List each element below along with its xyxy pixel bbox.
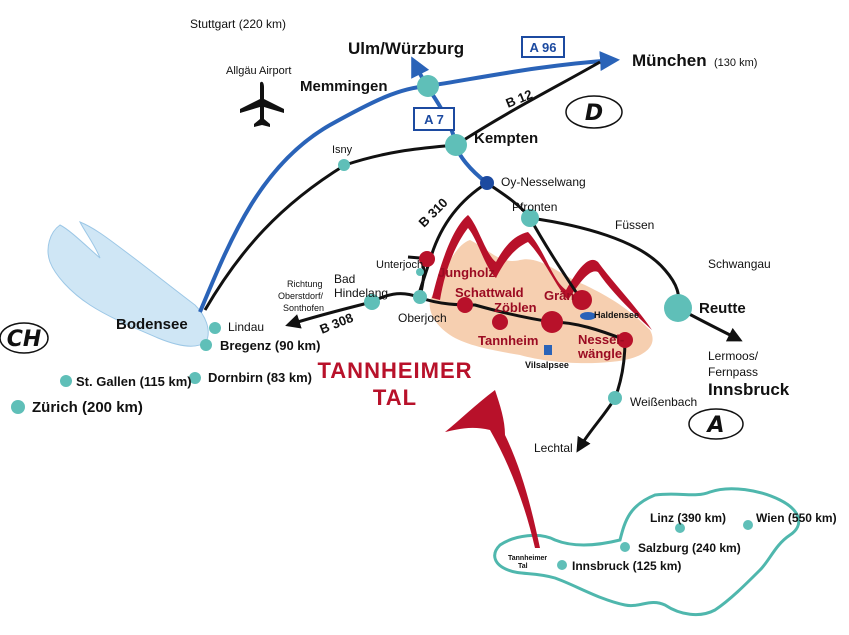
label-lechtal: Lechtal bbox=[534, 441, 573, 455]
label-innsbruck-inset: Innsbruck (125 km) bbox=[572, 559, 681, 573]
label-lindau: Lindau bbox=[228, 320, 264, 334]
country-ch-label: CH bbox=[7, 327, 42, 352]
label-isny: Isny bbox=[332, 144, 353, 156]
label-tal-inset-2: Tal bbox=[518, 563, 528, 570]
label-st-gallen: St. Gallen (115 km) bbox=[76, 374, 192, 389]
label-memmingen: Memmingen bbox=[300, 78, 388, 95]
label-schattwald: Schattwald bbox=[455, 285, 524, 300]
label-ulm-wuerzburg: Ulm/Würzburg bbox=[348, 39, 464, 58]
country-a-label: A bbox=[705, 413, 724, 438]
label-zuerich: Zürich (200 km) bbox=[32, 399, 143, 416]
valley-village-dots bbox=[419, 251, 633, 348]
label-dornbirn: Dornbirn (83 km) bbox=[208, 370, 312, 385]
country-ch-badge bbox=[0, 322, 49, 354]
oy-nesselwang-dot bbox=[480, 176, 494, 190]
highway-a96-route bbox=[198, 51, 620, 313]
label-hindelang: Hindelang bbox=[334, 286, 388, 300]
label-pfronten: Pfronten bbox=[512, 200, 557, 214]
label-airport: Allgäu Airport bbox=[226, 65, 291, 77]
haldensee-lake bbox=[580, 312, 596, 320]
a96-sign bbox=[521, 36, 565, 58]
label-innsbruck: Innsbruck bbox=[708, 380, 790, 399]
tannheim-valley-area bbox=[429, 240, 653, 364]
label-linz: Linz (390 km) bbox=[650, 511, 726, 525]
town-dots bbox=[11, 75, 753, 570]
label-schwangau: Schwangau bbox=[708, 257, 771, 271]
label-lermoos: Lermoos/ bbox=[708, 349, 759, 363]
label-tal-inset-1: Tannheimer bbox=[508, 555, 547, 562]
label-zoeblen: Zöblen bbox=[494, 300, 537, 315]
pointer-arrow bbox=[445, 390, 540, 548]
country-a-badge bbox=[688, 408, 744, 440]
label-salzburg: Salzburg (240 km) bbox=[638, 541, 741, 555]
label-weissenbach: Weißenbach bbox=[630, 395, 697, 409]
label-muenchen-distance: (130 km) bbox=[714, 57, 757, 69]
label-haldensee: Haldensee bbox=[594, 310, 639, 320]
a96-label: A 96 bbox=[530, 40, 557, 55]
country-d-badge bbox=[565, 95, 623, 129]
map-title-line1: TANNHEIMER bbox=[317, 358, 472, 383]
label-vilsalpsee: Vilsalpsee bbox=[525, 360, 569, 370]
a7-label: A 7 bbox=[424, 112, 444, 127]
label-fernpass: Fernpass bbox=[708, 365, 758, 379]
airplane-icon bbox=[240, 81, 284, 127]
label-wien: Wien (550 km) bbox=[756, 511, 837, 525]
label-richtung: Richtung bbox=[287, 279, 323, 289]
vilsalpsee-lake bbox=[544, 345, 552, 355]
label-bad: Bad bbox=[334, 272, 355, 286]
label-oberstdorf: Oberstdorf/ bbox=[278, 291, 324, 301]
label-sonthofen: Sonthofen bbox=[283, 303, 324, 313]
label-stuttgart: Stuttgart (220 km) bbox=[190, 17, 286, 31]
country-d-label: D bbox=[585, 101, 603, 126]
label-graen: Grän bbox=[544, 288, 574, 303]
label-reutte: Reutte bbox=[699, 300, 746, 317]
austria-outline bbox=[493, 487, 801, 617]
label-jungholz: Jungholz bbox=[438, 265, 496, 280]
bodensee-lake bbox=[47, 221, 209, 347]
label-nessel: Nessel- bbox=[578, 332, 624, 347]
a7-sign bbox=[413, 107, 455, 131]
label-oberjoch: Oberjoch bbox=[398, 311, 447, 325]
label-bregenz: Bregenz (90 km) bbox=[220, 338, 320, 353]
label-tannheim: Tannheim bbox=[478, 333, 538, 348]
label-waengle: wängle bbox=[577, 346, 622, 361]
label-unterjoch: Unterjoch bbox=[376, 259, 423, 271]
label-fuessen: Füssen bbox=[615, 218, 654, 232]
map-title-line2: TAL bbox=[373, 385, 417, 410]
label-oy-nesselwang: Oy-Nesselwang bbox=[501, 175, 586, 189]
label-muenchen: München bbox=[632, 51, 707, 70]
label-kempten: Kempten bbox=[474, 130, 538, 147]
label-bodensee: Bodensee bbox=[116, 316, 188, 333]
